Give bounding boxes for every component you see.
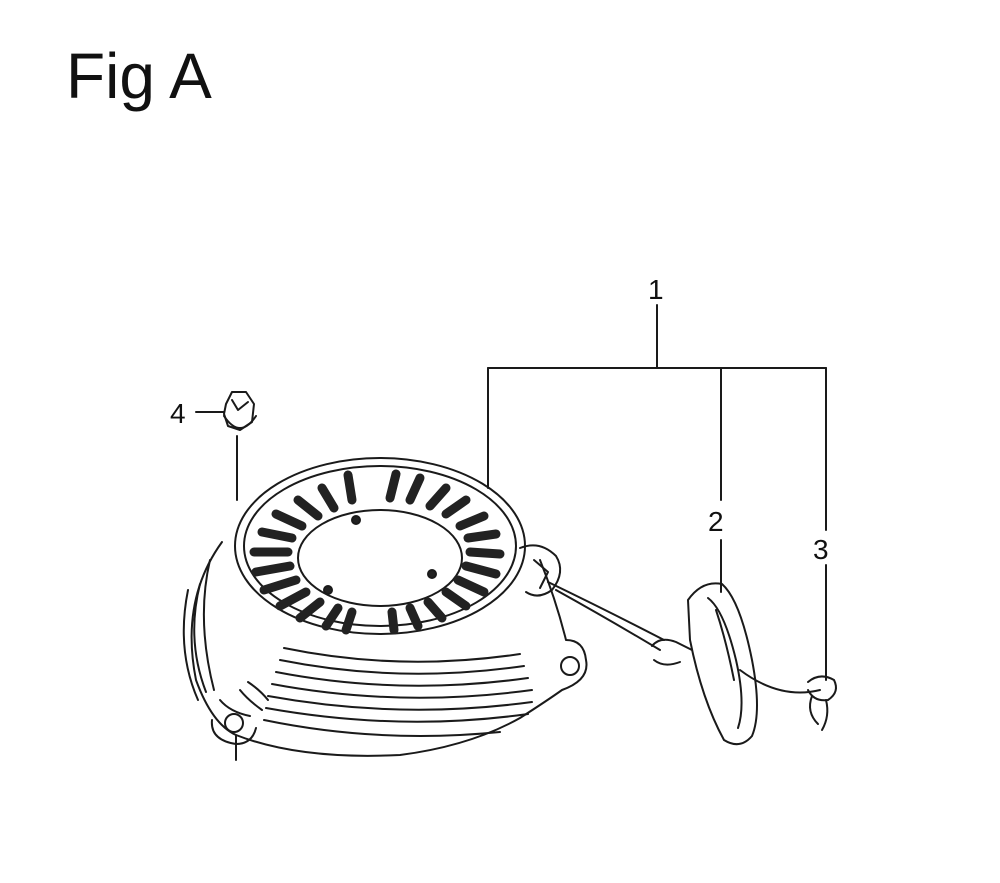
starter-housing [182,541,588,757]
starter-handle [651,582,758,746]
leader-lines [195,304,827,761]
callout-1-label: 1 [648,274,664,305]
callout-3-label: 3 [813,534,829,565]
flange-nut [223,391,257,431]
starter-rope [547,581,821,694]
callout-4-label: 4 [170,398,186,429]
figure-title: Fig A [66,40,212,112]
callout-2-label: 2 [708,506,724,537]
rope-knot [807,675,837,731]
starter-cover [234,457,526,635]
